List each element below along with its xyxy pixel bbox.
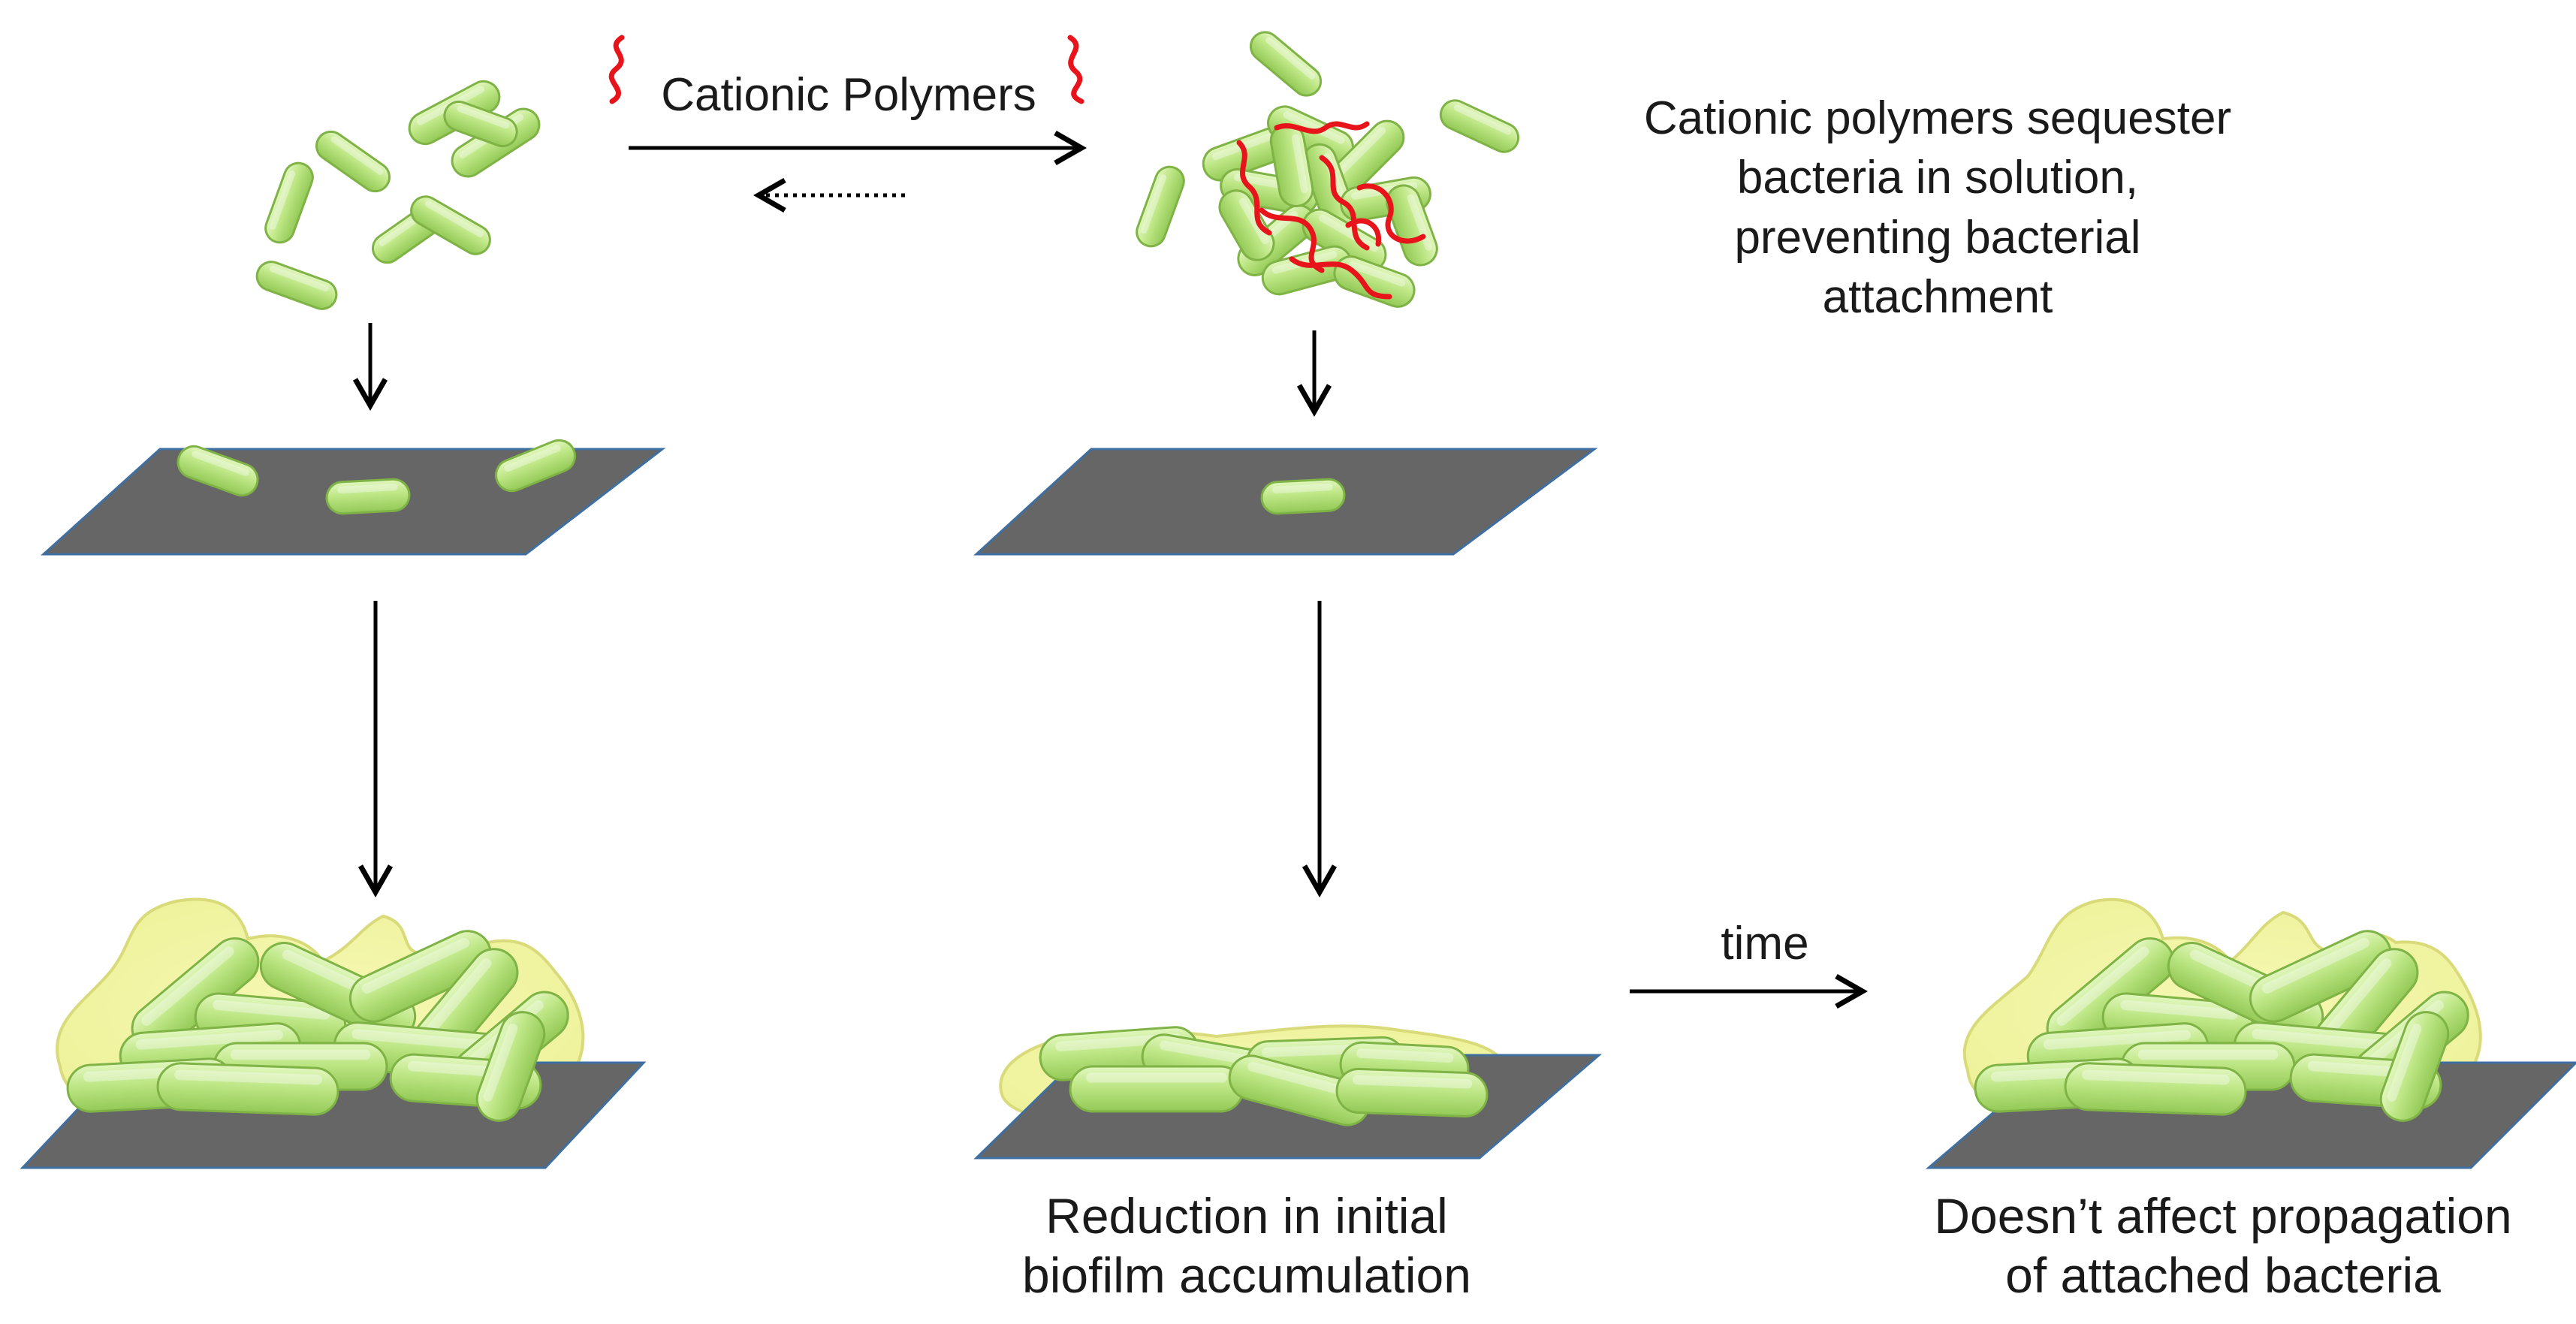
biofilm-bacterium-icon bbox=[2249, 930, 2393, 1023]
biofilm-bacterium-icon bbox=[156, 1062, 339, 1116]
free-bacterium-icon bbox=[315, 130, 391, 193]
biofilm-bacterium-icon bbox=[1069, 1065, 1244, 1113]
sequestered-bacterium-icon bbox=[1269, 123, 1314, 207]
polymer-strand bbox=[1259, 207, 1325, 273]
biofilm-bacterium-icon bbox=[2379, 1011, 2450, 1122]
cationic-polymers-label: Cationic Polymers bbox=[661, 69, 1036, 121]
biofilm-bacterium-icon bbox=[1335, 1068, 1489, 1117]
free-bacterium-icon bbox=[1136, 165, 1185, 248]
free-bacterium-icon bbox=[1439, 99, 1520, 153]
biofilm-bacterium-icon bbox=[348, 930, 493, 1023]
polymer-strand bbox=[1289, 256, 1392, 300]
biofilm-bacterium-icon bbox=[2064, 1062, 2247, 1116]
propagation-caption: Doesn’t affect propagation of attached b… bbox=[1934, 1188, 2512, 1304]
polymer-strand bbox=[1236, 140, 1272, 236]
reduction-caption: Reduction in initial biofilm accumulatio… bbox=[1022, 1188, 1471, 1304]
free-bacterium-icon bbox=[410, 195, 491, 255]
polymer-icon-right bbox=[1067, 35, 1084, 104]
free-bacterium-icon bbox=[264, 161, 314, 244]
polymer-strand bbox=[1356, 183, 1426, 244]
free-bacterium-icon bbox=[1249, 31, 1323, 97]
sequester-caption: Cationic polymers sequester bacteria in … bbox=[1643, 92, 2232, 324]
time-label: time bbox=[1721, 918, 1809, 970]
attached-bacterium-icon bbox=[1260, 478, 1346, 515]
free-bacterium-icon bbox=[443, 100, 518, 148]
arrow-layer bbox=[352, 130, 1869, 1009]
polymer-layer bbox=[608, 35, 1426, 300]
attached-bacterium-icon bbox=[325, 478, 411, 515]
polymer-strand bbox=[1345, 218, 1382, 247]
biofilm-bacterium-icon bbox=[475, 1011, 546, 1122]
polymer-icon-left bbox=[608, 35, 625, 104]
sequestered-bacterium-icon bbox=[1386, 184, 1438, 267]
attached-bacterium-icon bbox=[176, 445, 259, 497]
polymer-strand bbox=[1319, 155, 1370, 251]
attached-bacterium-icon bbox=[494, 439, 577, 493]
free-bacterium-icon bbox=[255, 261, 338, 310]
bacteria-layer bbox=[66, 31, 2469, 1126]
polymer-strand bbox=[1274, 121, 1370, 134]
